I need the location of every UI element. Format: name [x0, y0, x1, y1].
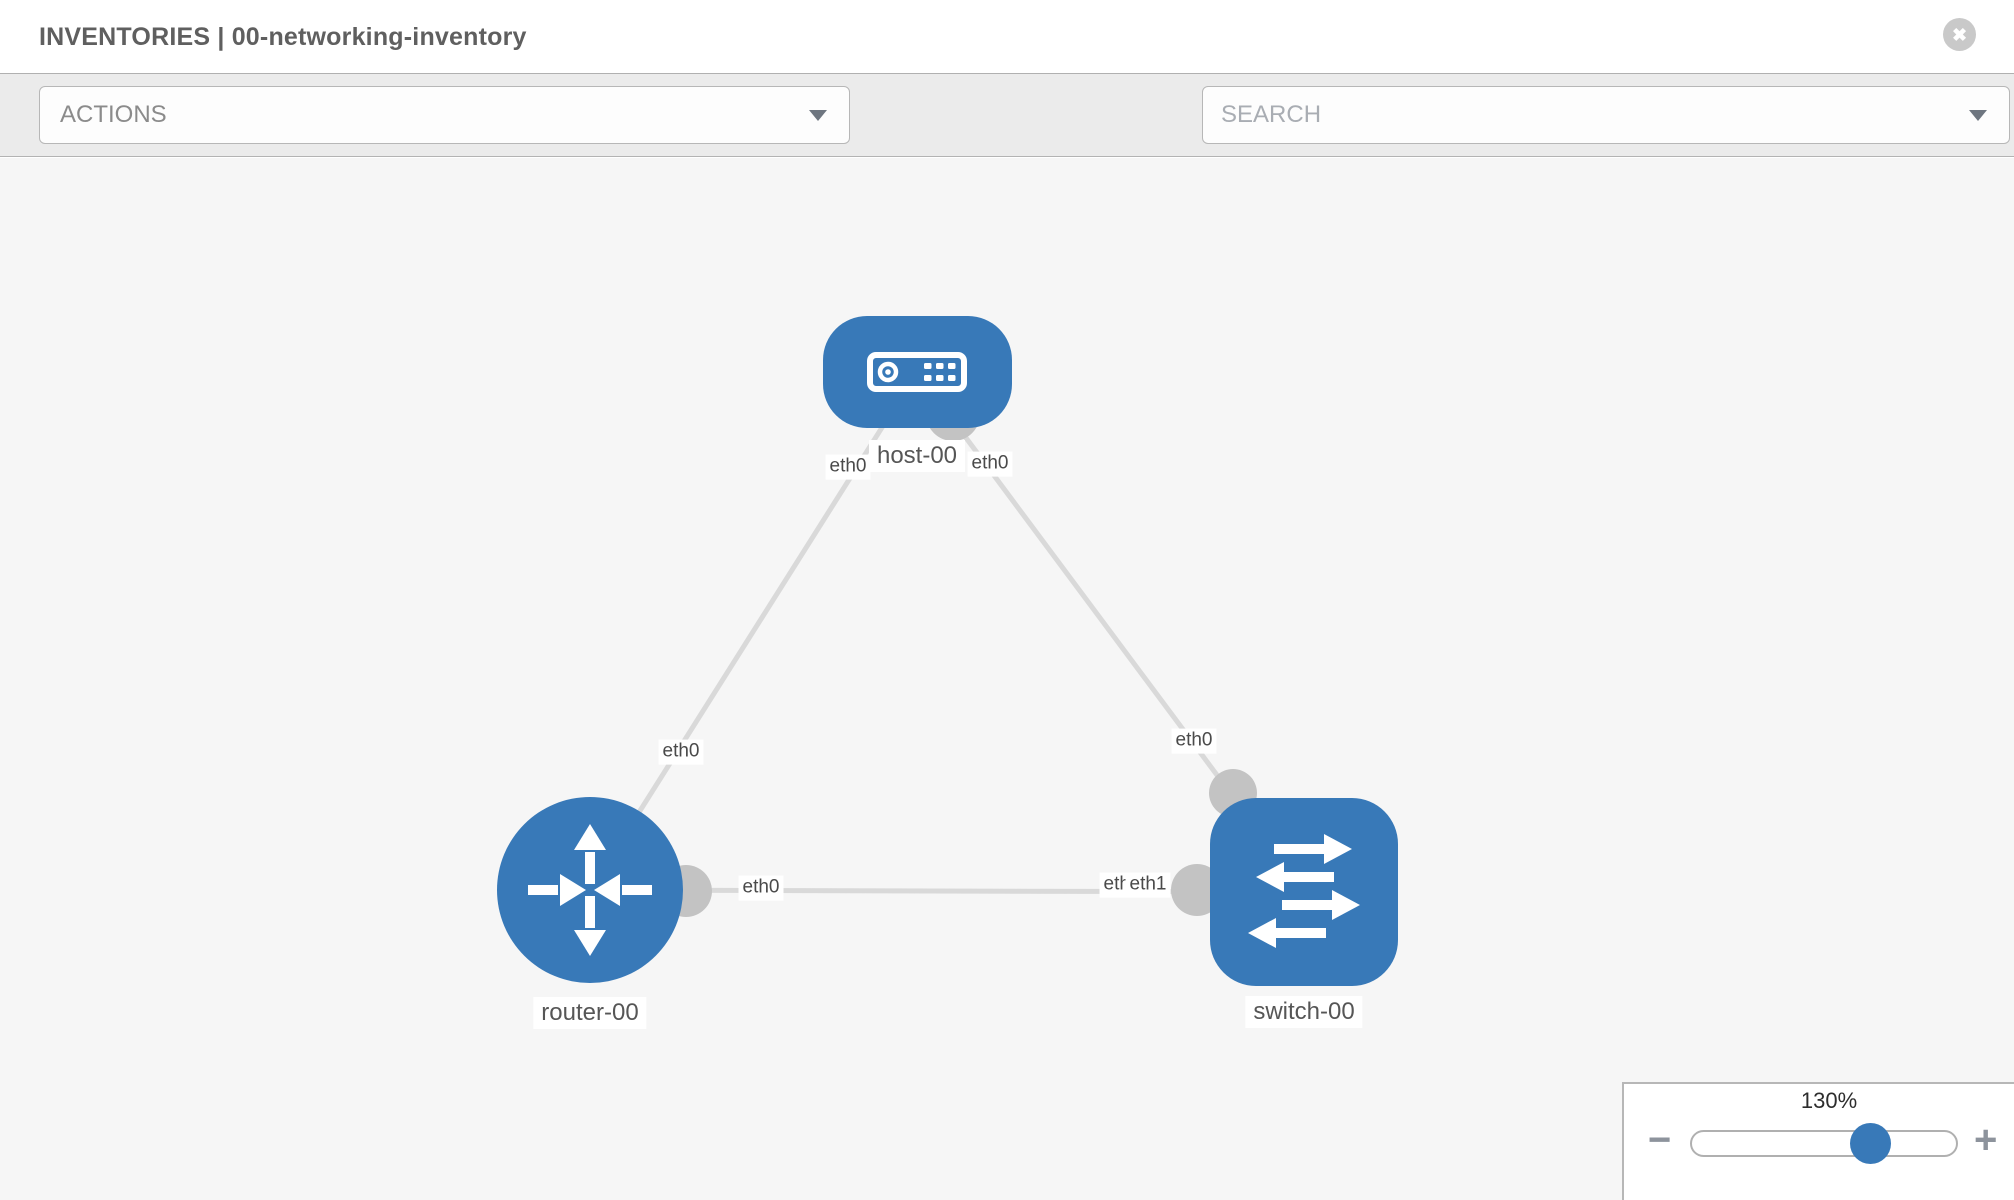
- actions-dropdown-label: ACTIONS: [60, 101, 167, 128]
- chevron-down-icon: [1969, 110, 1987, 121]
- header-bar: INVENTORIES | 00-networking-inventory ✖: [0, 0, 2014, 74]
- zoom-out-button[interactable]: −: [1648, 1118, 1672, 1162]
- zoom-in-button[interactable]: +: [1974, 1118, 1998, 1162]
- search-input[interactable]: [1203, 87, 2009, 143]
- zoom-level-value: 130%: [1800, 1088, 1858, 1113]
- interface-label[interactable]: eth0: [658, 739, 704, 765]
- switch-node[interactable]: [1210, 798, 1398, 986]
- chevron-down-icon: [809, 110, 827, 121]
- toolbar: ACTIONS: [0, 74, 2014, 206]
- close-icon: ✖: [1951, 24, 1968, 45]
- interface-label[interactable]: eth0: [1171, 728, 1217, 754]
- topology-canvas[interactable]: eth0 eth0 host-00 eth0 eth0 eth0 eth0 et…: [0, 158, 2014, 1200]
- page-title: INVENTORIES | 00-networking-inventory: [39, 22, 527, 51]
- interface-label[interactable]: eth0: [825, 454, 871, 480]
- search-dropdown[interactable]: [1202, 86, 2010, 144]
- host-node[interactable]: [823, 316, 1012, 428]
- interface-label[interactable]: eth0: [967, 451, 1013, 477]
- zoom-control-panel: 130% − +: [1622, 1082, 2014, 1200]
- router-node[interactable]: [497, 797, 683, 983]
- interface-label[interactable]: eth0: [738, 875, 784, 901]
- node-label-router[interactable]: router-00: [533, 997, 647, 1029]
- node-label-switch[interactable]: switch-00: [1245, 996, 1363, 1028]
- zoom-slider-knob[interactable]: [1850, 1123, 1891, 1164]
- router-icon: [528, 824, 652, 956]
- node-label-host[interactable]: host-00: [868, 440, 966, 472]
- zoom-slider[interactable]: [1690, 1123, 1958, 1164]
- close-button[interactable]: ✖: [1943, 18, 1976, 51]
- interface-label[interactable]: eth1: [1125, 872, 1171, 898]
- host-icon: [867, 352, 967, 392]
- actions-dropdown[interactable]: ACTIONS: [39, 86, 850, 144]
- switch-icon: [1248, 834, 1360, 948]
